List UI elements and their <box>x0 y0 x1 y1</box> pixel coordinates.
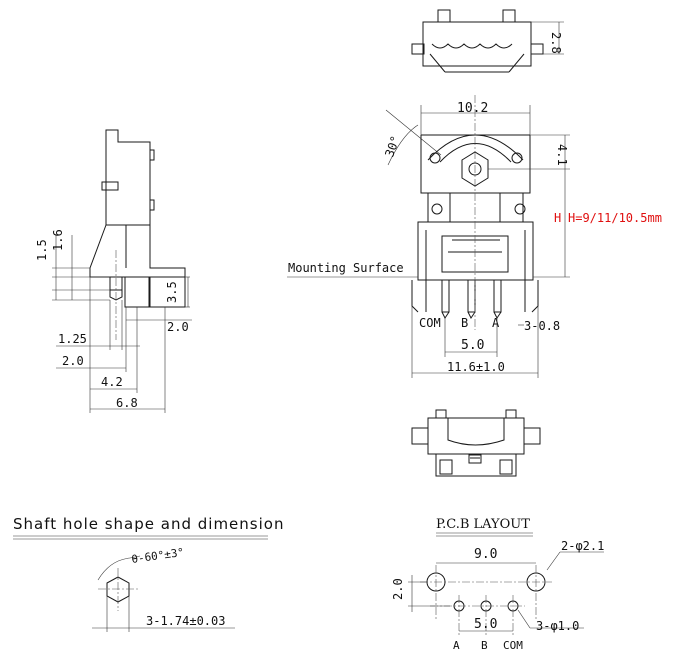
front-view: 10.2 30° <box>287 95 662 378</box>
dim-pcb-2-0: 2.0 <box>391 578 405 600</box>
dim-side-1-5: 1.5 <box>35 239 49 261</box>
dim-front-width: 10.2 <box>457 101 488 116</box>
bottom-view <box>411 409 541 477</box>
dim-side-2-0-right: 2.0 <box>167 320 189 334</box>
dim-pin-pitch: 5.0 <box>461 338 484 353</box>
dim-side-6-8: 6.8 <box>116 396 138 410</box>
dim-top-height: 2.8 <box>549 32 563 54</box>
height-options-label: H=9/11/10.5mm <box>568 211 662 225</box>
mounting-surface-label: Mounting Surface <box>288 261 404 275</box>
dim-side-4-2: 4.2 <box>101 375 123 389</box>
dim-pin-size: 3-0.8 <box>524 319 560 333</box>
dim-side-3-5: 3.5 <box>165 281 179 303</box>
side-view: 1.5 1.6 3.5 2.0 1.25 2.0 4.2 6.8 <box>35 129 192 413</box>
dim-pcb-5-0: 5.0 <box>474 617 497 632</box>
pin-label-a: A <box>492 316 500 330</box>
dim-angle-top: 30° <box>382 134 403 159</box>
dim-side-1-25: 1.25 <box>58 332 87 346</box>
dim-top-offset: 4.1 <box>555 144 569 166</box>
dim-shaft-angle: θ-60°±3° <box>131 546 185 566</box>
pin-label-b: B <box>461 316 468 330</box>
pcb-label-com: COM <box>503 639 523 652</box>
dim-h-letter: H <box>554 211 561 225</box>
shaft-hole-section: Shaft hole shape and dimension θ-60°±3° … <box>13 515 284 632</box>
dim-side-2-0-left: 2.0 <box>62 354 84 368</box>
pcb-label-a: A <box>453 639 460 652</box>
pcb-layout: P.C.B LAYOUT 9.0 2-φ2.1 2.0 5.0 3-φ1.0 <box>391 517 604 652</box>
dim-shaft-flats: 3-1.74±0.03 <box>146 614 225 628</box>
dim-pcb-big-holes: 2-φ2.1 <box>561 539 604 553</box>
dim-overall-width: 11.6±1.0 <box>447 360 505 374</box>
pin-label-com: COM <box>419 316 441 330</box>
pcb-label-b: B <box>481 639 488 652</box>
top-view: 2.8 <box>411 9 564 73</box>
shaft-hole-title: Shaft hole shape and dimension <box>13 515 284 533</box>
dim-pcb-9-0: 9.0 <box>474 547 497 562</box>
dim-pcb-small-holes: 3-φ1.0 <box>536 619 579 633</box>
pcb-layout-title: P.C.B LAYOUT <box>436 517 530 532</box>
dim-side-1-6: 1.6 <box>51 229 65 251</box>
